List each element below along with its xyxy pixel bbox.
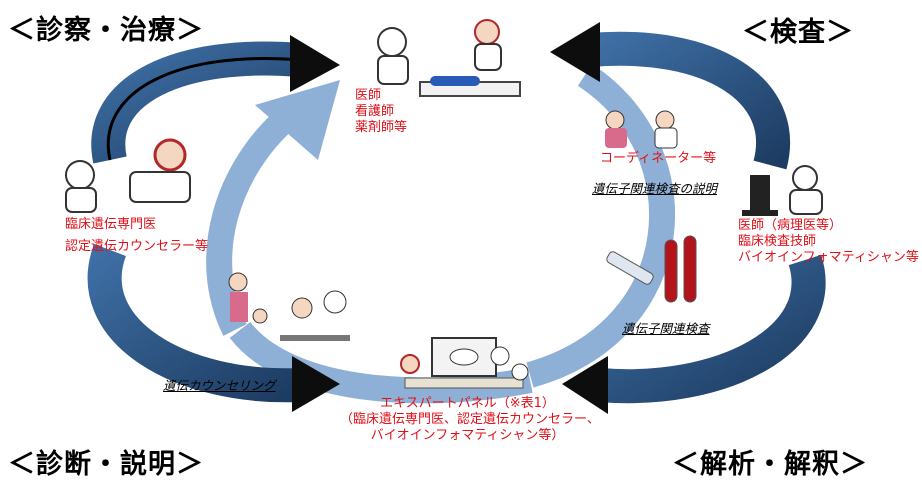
counselors-left-illustration: [65, 138, 191, 213]
lab-tech-illustration: [742, 165, 823, 216]
outer-arrow-top-left: [91, 35, 340, 164]
label-genetic-test: 遺伝子関連検査: [622, 321, 710, 336]
heading-analysis-interpretation: ＜解析・解釈＞: [672, 449, 868, 480]
label-genetic-counseling: 遺伝カウンセリング: [163, 378, 276, 393]
coordinator-illustration: [605, 110, 678, 149]
label-doctors-nurses-pharmacists: 医師 看護師 薬剤師等: [355, 88, 408, 135]
label-pathologists-technicians: 医師（病理医等） 臨床検査技師 バイオインフォマティシャン等: [738, 218, 919, 265]
outer-arrow-bottom-right: [562, 254, 826, 414]
heading-testing: ＜検査＞: [742, 17, 854, 48]
outer-arrow-bottom-left: [87, 244, 340, 412]
expert-panel-illustration: [400, 337, 529, 389]
heading-diagnosis-explanation: ＜診断・説明＞: [8, 449, 204, 480]
counseling-group-illustration: [228, 272, 350, 341]
outer-arrow-top-right: [550, 22, 791, 170]
doctors-top-illustration: [377, 19, 521, 97]
label-genetic-test-explanation: 遺伝子関連検査の説明: [592, 181, 718, 196]
label-expert-panel: エキスパートパネル（※表1） （臨床遺伝専門医、認定遺伝カウンセラー、 バイオイ…: [340, 396, 600, 443]
label-clinical-genetics-specialists: 臨床遺伝専門医 認定遺伝カウンセラー等: [65, 217, 209, 254]
syringe-and-tubes-illustration: [606, 235, 697, 303]
heading-diagnosis-treatment: ＜診察・治療＞: [8, 15, 204, 46]
label-coordinator: コーディネーター等: [600, 151, 717, 166]
